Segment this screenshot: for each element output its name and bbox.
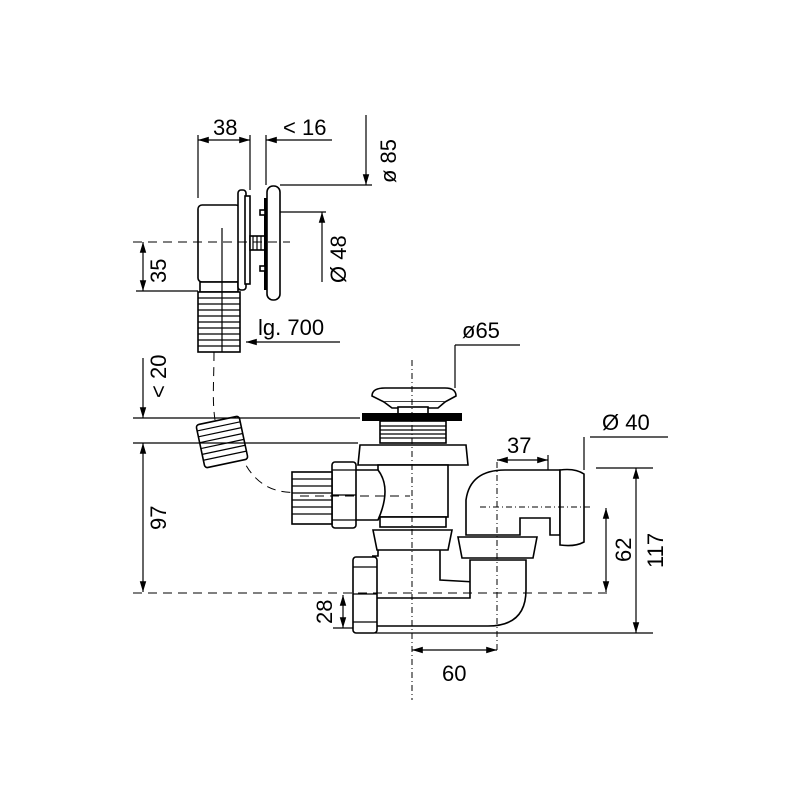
- dim-outlet-offset: 37: [507, 433, 531, 458]
- dim-outlet-diameter: Ø 40: [602, 410, 650, 435]
- dim-flange-height: < 20: [146, 355, 171, 398]
- dim-trap-offset: 60: [442, 661, 466, 686]
- dim-hose-length: lg. 700: [258, 315, 324, 340]
- dim-wall-thickness: < 16: [283, 115, 326, 140]
- dim-body-height: 97: [146, 506, 171, 530]
- overflow-assembly: [197, 185, 281, 353]
- dim-bottom-outlet: 28: [312, 600, 337, 624]
- waste-valve: [291, 387, 585, 634]
- dim-overflow-inner-diameter: Ø 48: [326, 235, 351, 283]
- dim-outlet-height: 62: [611, 538, 636, 562]
- dim-overflow-depth: 38: [213, 115, 237, 140]
- dim-total-height: 117: [643, 533, 668, 568]
- hose-coil-icon: [195, 415, 249, 469]
- dim-overflow-plate-diameter: ø 85: [376, 139, 401, 183]
- dim-overflow-offset: 35: [146, 259, 171, 283]
- dim-plug-diameter: ø65: [462, 318, 500, 343]
- overflow-hose-icon: [197, 291, 241, 353]
